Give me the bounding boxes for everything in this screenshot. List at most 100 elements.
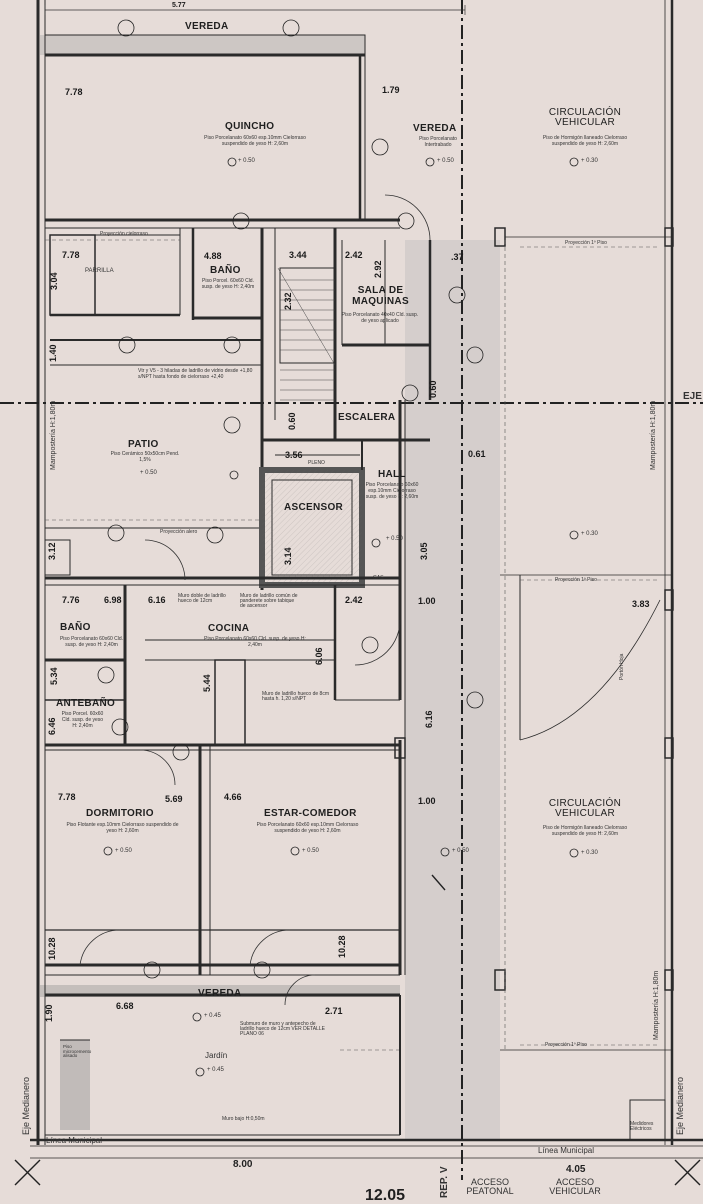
room-circulacion-low: CIRCULACIÓN VEHICULAR xyxy=(548,798,622,819)
dim-0-60-right: 0.60 xyxy=(428,380,438,398)
level-dormitorio: + 0.50 xyxy=(115,848,132,854)
sub-circulacion-low: Piso de Hormigón llaneado Cielorraso sus… xyxy=(542,825,628,837)
dim-7-76: 7.76 xyxy=(62,595,80,605)
dim-5-77: 5.77 xyxy=(172,2,186,9)
sub-circulacion-top: Piso de Hormigón llaneado Cielorraso sus… xyxy=(542,135,628,147)
dim-3-14: 3.14 xyxy=(283,547,293,565)
linea-municipal-right: Línea Municipal xyxy=(538,1146,595,1155)
level-vereda-mid: + 0.50 xyxy=(437,158,454,164)
dim-5-34: 5.34 xyxy=(49,667,59,685)
dim-4-88: 4.88 xyxy=(204,251,222,261)
note-muro-doble: Muro doble de ladrillo hueco de 12cm xyxy=(178,593,226,604)
room-cocina: COCINA xyxy=(208,623,250,634)
note-proy-piso-1: Proyección 1º Piso xyxy=(565,240,607,246)
dim-7-78-top: 7.78 xyxy=(65,87,83,97)
rep-label: REP. V xyxy=(439,1166,450,1199)
note-eje: EJE xyxy=(683,391,702,402)
dim-2-32: 2.32 xyxy=(283,292,293,310)
dim-7-78-low: 7.78 xyxy=(58,792,76,802)
dim-0-60-left: 0.60 xyxy=(287,412,297,430)
note-ladrillo-vidrio: Vtr y V5 - 3 hiladas de ladrillo de vidr… xyxy=(138,368,253,380)
dim-3-05: 3.05 xyxy=(419,542,429,560)
note-parrilla: PARRILLA xyxy=(85,268,114,274)
level-circulacion-low: + 0.30 xyxy=(581,850,598,856)
dim-0-61: 0.61 xyxy=(468,449,486,459)
sub-hall: Piso Porcelanato 60x60 esp.10mm Cielorra… xyxy=(365,482,419,500)
eje-medianero-left: Eje Medianero xyxy=(21,1076,31,1135)
note-muro-bajo: Muro de ladrillo hueco de 8cm hasta h. 1… xyxy=(262,691,329,702)
room-bano-low: BAÑO xyxy=(60,622,91,633)
dim-10-28-left: 10.28 xyxy=(47,937,57,960)
room-estar-comedor: ESTAR-COMEDOR xyxy=(264,808,357,819)
room-vereda-low: VEREDA xyxy=(198,988,242,999)
dim-037: .37 xyxy=(451,252,464,262)
note-proy-alero: Proyección alero xyxy=(160,529,198,535)
dim-3-83: 3.83 xyxy=(632,599,650,609)
dim-2-42-low: 2.42 xyxy=(345,595,363,605)
dim-4-05: 4.05 xyxy=(566,1164,586,1175)
sub-antebano: Piso Porcel. 60x60 Cld. susp. de yeso H:… xyxy=(61,711,104,729)
note-muro-comun: Muro de ladrillo común de panderete sobr… xyxy=(240,593,298,609)
sub-bano-low: Piso Porcelanato 60x60 Cld. susp. de yes… xyxy=(59,636,124,648)
level-circulacion-mid: + 0.30 xyxy=(581,531,598,537)
note-proy-cielorraso: Proyección cielorraso xyxy=(100,231,148,237)
dim-8-00: 8.00 xyxy=(233,1159,253,1170)
sub-estar-comedor: Piso Porcelanato 60x60 esp.10mm Cielorra… xyxy=(256,822,359,834)
level-patio: + 0.50 xyxy=(140,470,157,476)
level-pasillo: + 0.50 xyxy=(452,848,469,854)
dim-5-69: 5.69 xyxy=(165,794,183,804)
level-estar-comedor: + 0.50 xyxy=(302,848,319,854)
dim-3-12: 3.12 xyxy=(47,542,57,560)
dim-6-68: 6.68 xyxy=(116,1001,134,1011)
note-sobremuro: Submuro de muro y antepecho de ladrillo … xyxy=(240,1021,325,1037)
note-piso-micro: Piso microcemento alisado xyxy=(63,1044,92,1058)
room-dormitorio: DORMITORIO xyxy=(86,808,154,819)
dim-3-56: 3.56 xyxy=(285,450,303,460)
level-hall: + 0.50 xyxy=(386,536,403,542)
left-strip-shading xyxy=(60,1040,90,1130)
sub-quincho: Piso Porcelanato 60x60 esp.10mm Cielorra… xyxy=(204,135,306,147)
dim-6-98: 6.98 xyxy=(104,595,122,605)
room-sala-maquinas: SALA DE MAQUINAS xyxy=(352,285,409,307)
note-medidores: Medidores Eléctricos xyxy=(630,1121,654,1132)
level-circulacion-top: + 0.30 xyxy=(581,158,598,164)
acceso-peatonal: ACCESO PEATONAL xyxy=(466,1177,514,1196)
acceso-vehicular: ACCESO VEHICULAR xyxy=(549,1177,601,1196)
room-bano-top: BAÑO xyxy=(210,265,241,276)
level-quincho: + 0.50 xyxy=(238,158,255,164)
pasillo-shading xyxy=(405,240,500,1140)
level-vereda-low: + 0.45 xyxy=(204,1013,221,1019)
note-muro-h: Muro bajo H:0,50m xyxy=(222,1116,265,1122)
dim-6-16-top: 6.16 xyxy=(148,595,166,605)
vereda-top-shading xyxy=(40,35,365,55)
room-hall: HALL xyxy=(378,469,406,480)
sub-bano-top: Piso Porcel. 60x60 Cld. susp. de yeso H:… xyxy=(201,278,255,290)
dim-5-44: 5.44 xyxy=(202,674,212,692)
dim-6-46: 6.46 xyxy=(47,717,57,735)
dim-3-04: 3.04 xyxy=(49,272,59,290)
dim-6-16-low: 6.16 xyxy=(424,710,434,728)
note-proy-piso-2: Proyección 1º Piso xyxy=(555,577,597,583)
room-circulacion-top: CIRCULACIÓN VEHICULAR xyxy=(548,107,622,128)
note-proy-piso-3: Proyección 1º Piso xyxy=(545,1042,587,1048)
dim-12-05: 12.05 xyxy=(365,1187,406,1204)
note-porton: Portón Hoja xyxy=(619,653,625,680)
room-patio: PATIO xyxy=(128,439,159,450)
dim-1-90: 1.90 xyxy=(44,1004,54,1022)
dim-4-66: 4.66 xyxy=(224,792,242,802)
dim-1-79: 1.79 xyxy=(382,85,400,95)
dim-2-71: 2.71 xyxy=(325,1006,343,1016)
dim-7-78-parrilla: 7.78 xyxy=(62,250,80,260)
sub-dormitorio: Piso Flotante esp.10mm Cielorraso suspen… xyxy=(66,822,179,834)
dim-10-28-right: 10.28 xyxy=(337,935,347,958)
note-medianera-left: Mampostería H:1,80m xyxy=(50,400,57,470)
note-medianera-right-low: Mampostería H:1,80m xyxy=(653,970,660,1040)
sub-sala-maquinas: Piso Porcelanato 40x40 Cld. susp. de yes… xyxy=(341,312,419,324)
note-pleno: PLENO xyxy=(308,460,325,466)
room-escalera: ESCALERA xyxy=(338,412,396,423)
dim-1-40: 1.40 xyxy=(48,344,58,362)
sub-vereda-mid: Piso Porcelanato Intertrabado xyxy=(419,136,457,148)
sub-cocina: Piso Porcelanato 60x60 Cld. susp. de yes… xyxy=(204,636,306,648)
dim-2-92: 2.92 xyxy=(373,260,383,278)
